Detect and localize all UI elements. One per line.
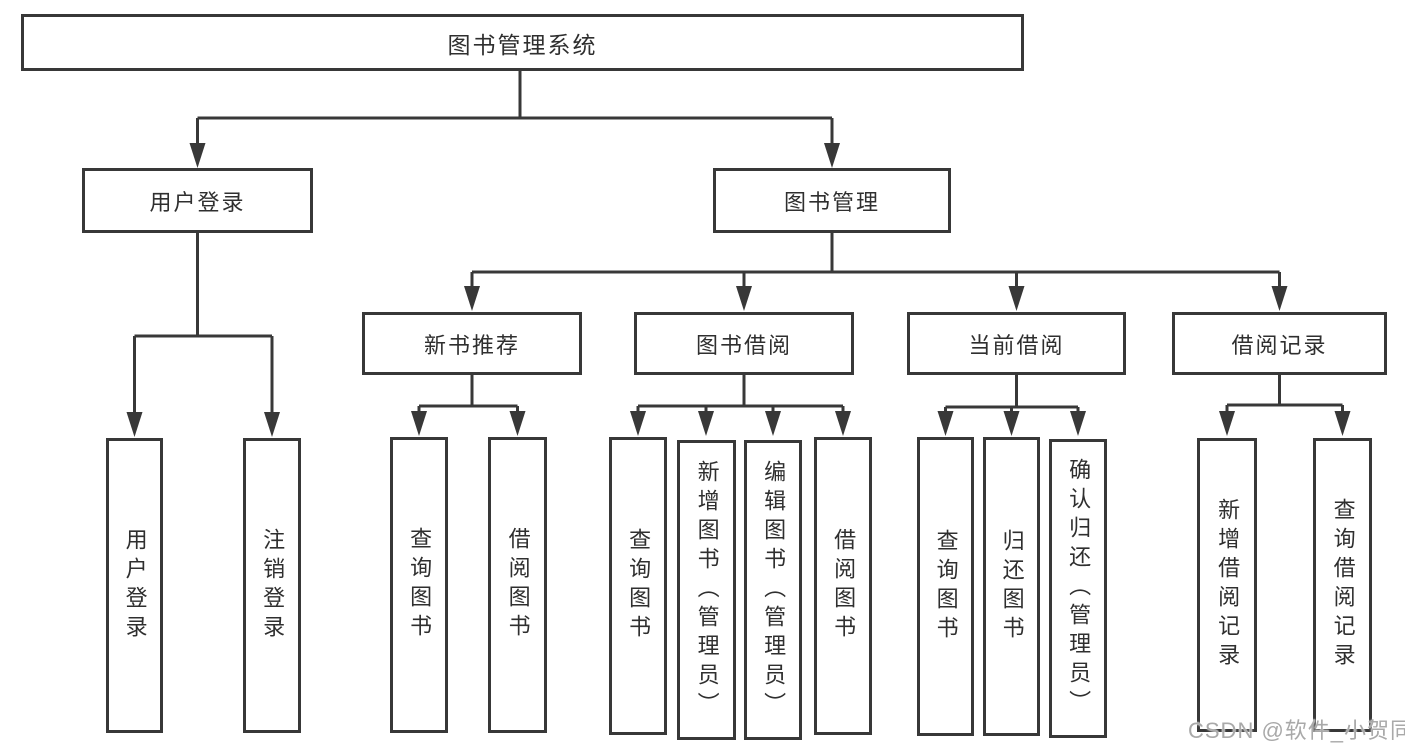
leaf-logout-login: 注销登录 xyxy=(243,438,301,733)
leaf-return-book: 归还图书 xyxy=(983,437,1040,736)
leaf-query-books-borrow: 查询图书 xyxy=(609,437,667,735)
node-book-borrow: 图书借阅 xyxy=(634,312,854,375)
connector-user-login-to-leaves xyxy=(133,233,274,414)
connector-borrow-records-to-leaves xyxy=(1225,375,1344,413)
connector-root-to-level2 xyxy=(196,71,834,145)
connector-book-borrow-to-leaves xyxy=(636,375,845,413)
node-new-book-recommend: 新书推荐 xyxy=(362,312,582,375)
leaf-query-books-current: 查询图书 xyxy=(917,437,974,736)
leaf-add-borrow-record: 新增借阅记录 xyxy=(1197,438,1257,732)
leaf-query-borrow-record: 查询借阅记录 xyxy=(1313,438,1372,732)
node-current-borrow: 当前借阅 xyxy=(907,312,1126,375)
csdn-watermark: CSDN @软件_小贺同学 xyxy=(1188,718,1405,743)
connector-book-management-to-level3 xyxy=(470,233,1281,288)
node-user-login: 用户登录 xyxy=(82,168,313,233)
leaf-borrow-books-borrow: 借阅图书 xyxy=(814,437,872,735)
node-book-management: 图书管理 xyxy=(713,168,951,233)
leaf-borrow-books-recommend: 借阅图书 xyxy=(488,437,547,733)
leaf-query-books-recommend: 查询图书 xyxy=(390,437,448,733)
node-borrow-records: 借阅记录 xyxy=(1172,312,1387,375)
node-root: 图书管理系统 xyxy=(21,14,1024,71)
arrowheads xyxy=(126,143,1351,437)
connector-current-borrow-to-leaves xyxy=(944,375,1080,413)
leaf-add-book-admin: 新增图书（管理员） xyxy=(677,440,736,740)
leaf-edit-book-admin: 编辑图书（管理员） xyxy=(744,440,802,740)
leaf-confirm-return-admin: 确认归还（管理员） xyxy=(1049,439,1107,738)
leaf-user-login: 用户登录 xyxy=(106,438,163,733)
connector-new-book-to-leaves xyxy=(417,375,519,413)
